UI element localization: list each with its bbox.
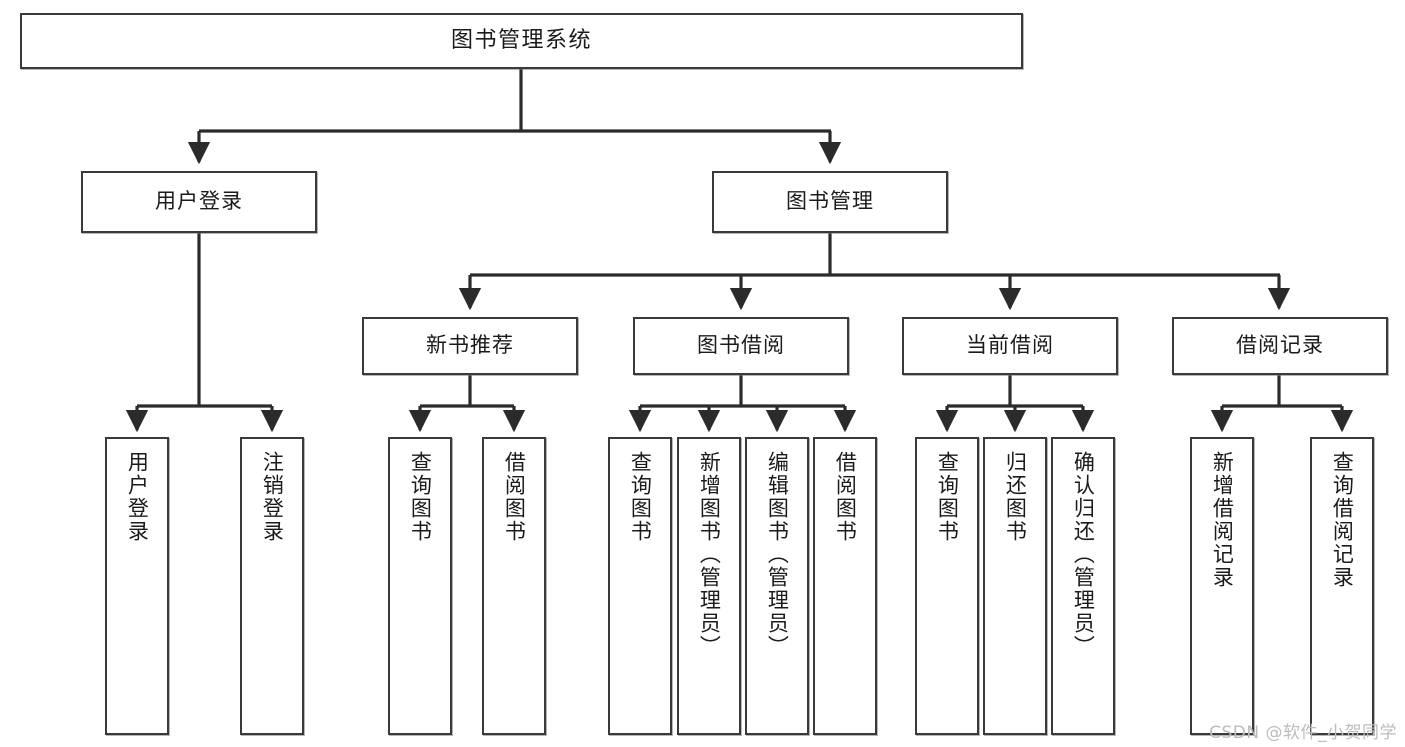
node-label: 新增借阅记录 (1210, 451, 1235, 589)
node-label: 用户登录 (155, 189, 243, 214)
node-leaf-user-login[interactable]: 用户登录 (105, 437, 169, 735)
node-label: 确认归还（管理员） (1071, 451, 1096, 658)
node-leaf-return-book[interactable]: 归还图书 (983, 437, 1047, 735)
csdn-watermark: CSDN @软件_小贺同学 (1209, 723, 1397, 743)
node-label: 借阅图书 (833, 451, 858, 543)
node-leaf-edit-book[interactable]: 编辑图书（管理员） (745, 437, 809, 735)
node-label: 借阅图书 (502, 451, 527, 543)
node-label: 图书管理 (786, 189, 874, 214)
node-user-login[interactable]: 用户登录 (81, 171, 317, 233)
node-leaf-query-record[interactable]: 查询借阅记录 (1310, 437, 1374, 735)
node-borrow-record[interactable]: 借阅记录 (1172, 317, 1388, 375)
node-label: 编辑图书（管理员） (765, 451, 790, 658)
node-book-borrow[interactable]: 图书借阅 (633, 317, 849, 375)
node-new-book-recommend[interactable]: 新书推荐 (362, 317, 578, 375)
node-leaf-borrow-book-2[interactable]: 借阅图书 (813, 437, 877, 735)
node-label: 查询图书 (628, 451, 653, 543)
node-book-manage[interactable]: 图书管理 (712, 171, 948, 233)
node-label: 借阅记录 (1236, 333, 1324, 358)
node-leaf-confirm-return[interactable]: 确认归还（管理员） (1051, 437, 1115, 735)
node-current-borrow[interactable]: 当前借阅 (902, 317, 1118, 375)
node-label: 查询借阅记录 (1330, 451, 1355, 589)
node-root-system[interactable]: 图书管理系统 (20, 13, 1023, 69)
node-label: 图书管理系统 (450, 27, 592, 53)
node-leaf-query-book-2[interactable]: 查询图书 (608, 437, 672, 735)
node-label: 新书推荐 (426, 333, 514, 358)
node-leaf-add-book[interactable]: 新增图书（管理员） (677, 437, 741, 735)
node-label: 新增图书（管理员） (697, 451, 722, 658)
node-leaf-borrow-book-1[interactable]: 借阅图书 (482, 437, 546, 735)
node-leaf-add-record[interactable]: 新增借阅记录 (1190, 437, 1254, 735)
node-label: 查询图书 (408, 451, 433, 543)
node-label: 查询图书 (935, 451, 960, 543)
node-label: 当前借阅 (966, 333, 1054, 358)
node-label: 注销登录 (260, 451, 285, 543)
node-label: 用户登录 (125, 451, 150, 543)
node-leaf-query-book-1[interactable]: 查询图书 (388, 437, 452, 735)
node-label: 图书借阅 (697, 333, 785, 358)
node-leaf-logout[interactable]: 注销登录 (240, 437, 304, 735)
node-leaf-query-book-3[interactable]: 查询图书 (915, 437, 979, 735)
node-label: 归还图书 (1003, 451, 1028, 543)
